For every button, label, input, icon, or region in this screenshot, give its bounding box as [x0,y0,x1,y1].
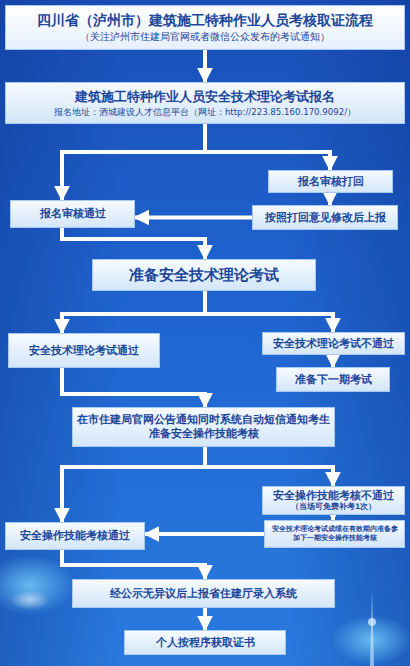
flow-arrow [205,124,330,170]
node-text: 安全技术理论考试不通过 [273,337,394,351]
process-box: 建筑施工特种作业人员安全技术理论考试报名报名地址：酒城建设人才信息平台（网址：h… [5,82,405,124]
process-box: 按照打回意见修改后上报 [252,205,398,230]
node-text: 报名审核通过 [40,207,106,221]
node-text: 准备下一期考试 [295,373,372,387]
flow-arrow [62,447,205,522]
process-box: 准备安全技术理论考试 [92,259,316,291]
node-text: 安全技术理论考试成绩在有效期内准备参加下一期安全操作技能考核 [269,525,400,543]
flow-arrow [205,291,333,332]
process-box: 报名审核通过 [10,200,135,228]
node-text: 四川省（泸州市）建筑施工特种作业人员考核取证流程 [37,12,373,30]
node-text: 安全操作技能考核通过 [20,529,130,543]
node-text: 建筑施工特种作业人员安全技术理论考试报名 [75,89,335,105]
node-text: 安全操作技能考核不通过 [273,489,394,502]
node-text: 经公示无异议后上报省住建厅录入系统 [110,587,297,601]
flow-arrow [145,532,264,536]
flow-arrow [62,368,205,407]
process-box: 在市住建局官网公告通知同时系统自动短信通知考生准备安全操作技能考核 [72,407,335,447]
node-text: 按照打回意见修改后上报 [265,211,386,225]
process-box: 安全技术理论考试成绩在有效期内准备参加下一期安全操作技能考核 [264,520,405,548]
process-box: 报名审核打回 [268,170,393,193]
process-box: 安全技术理论考试不通过 [262,332,405,355]
flow-arrow [135,216,252,220]
node-text: 准备安全技术理论考试 [129,266,279,285]
process-box: 安全操作技能考核通过 [5,522,145,550]
flow-arrow [203,608,207,630]
process-box: 个人按程序获取证书 [124,630,286,655]
flow-arrow [62,228,205,259]
flow-arrow [62,291,205,333]
flow-arrow [203,50,207,82]
node-text: 安全技术理论考试通过 [29,344,139,358]
flow-arrow [328,193,332,205]
flow-arrow [205,447,333,486]
node-text: （关注泸州市住建局官网或者微信公众发布的考试通知） [80,31,330,43]
node-text: 个人按程序获取证书 [156,636,255,650]
process-box: 四川省（泸州市）建筑施工特种作业人员考核取证流程（关注泸州市住建局官网或者微信公… [5,5,405,50]
node-text: 报名地址：酒城建设人才信息平台（网址：http://223.85.160.170… [54,107,356,118]
process-box: 安全操作技能考核不通过（当场可免费补考1次） [262,486,405,515]
process-box: 准备下一期考试 [276,367,390,392]
process-box: 经公示无异议后上报省住建厅录入系统 [72,579,335,608]
process-box: 安全技术理论考试通过 [8,333,160,368]
flow-arrow [62,124,205,200]
flow-arrow [62,550,205,579]
node-text: 在市住建局官网公告通知同时系统自动短信通知考生准备安全操作技能考核 [77,413,330,441]
node-text: （当场可免费补考1次） [291,502,376,511]
flow-arrow [331,355,335,367]
node-text: 报名审核打回 [298,175,364,189]
